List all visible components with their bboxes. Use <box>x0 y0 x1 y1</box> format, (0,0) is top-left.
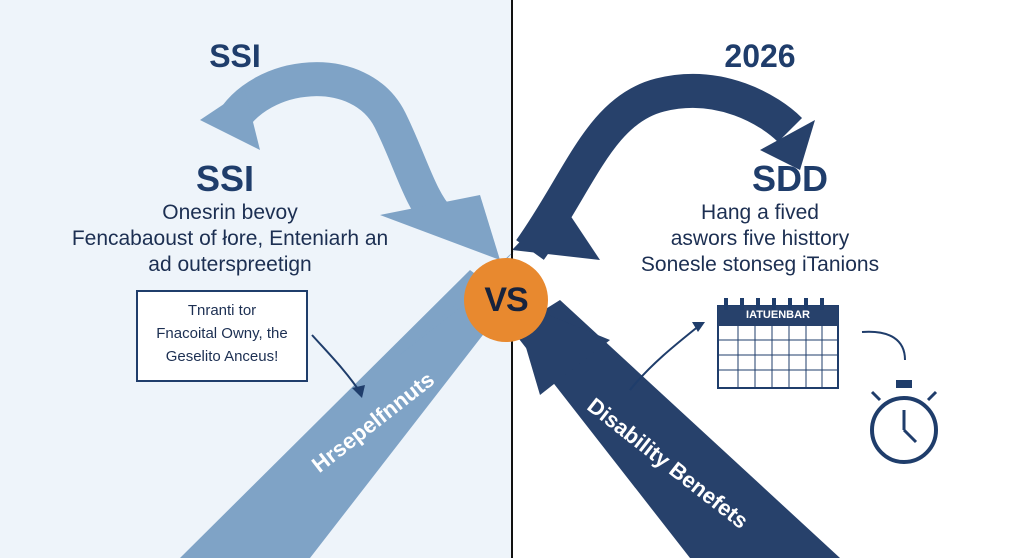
left-title: SSI <box>195 158 255 199</box>
left-line-3: ad outerspreetign <box>148 253 312 276</box>
note-line-1: Tnranti tor <box>187 302 257 319</box>
left-line-2: Fencabaoust of łore, Enteniarh an <box>71 227 389 250</box>
right-top-title: 2026 <box>724 38 796 74</box>
right-line-2: aswors five histtory <box>670 227 850 250</box>
left-line-1: Onesrin bevoy <box>162 201 298 224</box>
right-lower-upper-arrow <box>512 200 600 260</box>
right-curved-arrow <box>516 74 803 260</box>
note-line-2: Fnacoital Owny, the <box>156 325 288 342</box>
right-curved-arrow-head <box>760 120 815 170</box>
left-lower-arrow-band <box>180 270 510 558</box>
note-line-3: Geselito Anceus! <box>165 348 279 365</box>
left-curved-arrow-head <box>380 195 500 260</box>
left-top-arrow-head <box>200 90 260 150</box>
stopwatch-icon <box>861 330 938 464</box>
left-top-title: SSI <box>209 38 261 74</box>
left-curved-arrow <box>215 62 453 233</box>
right-line-3: Sonesle stonseg iTanions <box>640 253 880 276</box>
calendar-title: IATUENBAR <box>746 309 810 321</box>
vs-badge: VS <box>464 258 548 342</box>
calendar-pointer-arrow-head <box>692 322 705 332</box>
calendar-icon <box>717 298 839 389</box>
note-pointer-arrow <box>311 334 361 393</box>
right-lower-arrow-band <box>512 300 840 558</box>
left-note-box: Tnranti tor Fnacoital Owny, the Geselito… <box>136 290 308 382</box>
right-title: SDD <box>751 158 828 199</box>
calendar-pointer-arrow <box>629 324 701 391</box>
note-pointer-arrow-head <box>352 385 365 398</box>
right-line-1: Hang a fived <box>701 201 819 224</box>
